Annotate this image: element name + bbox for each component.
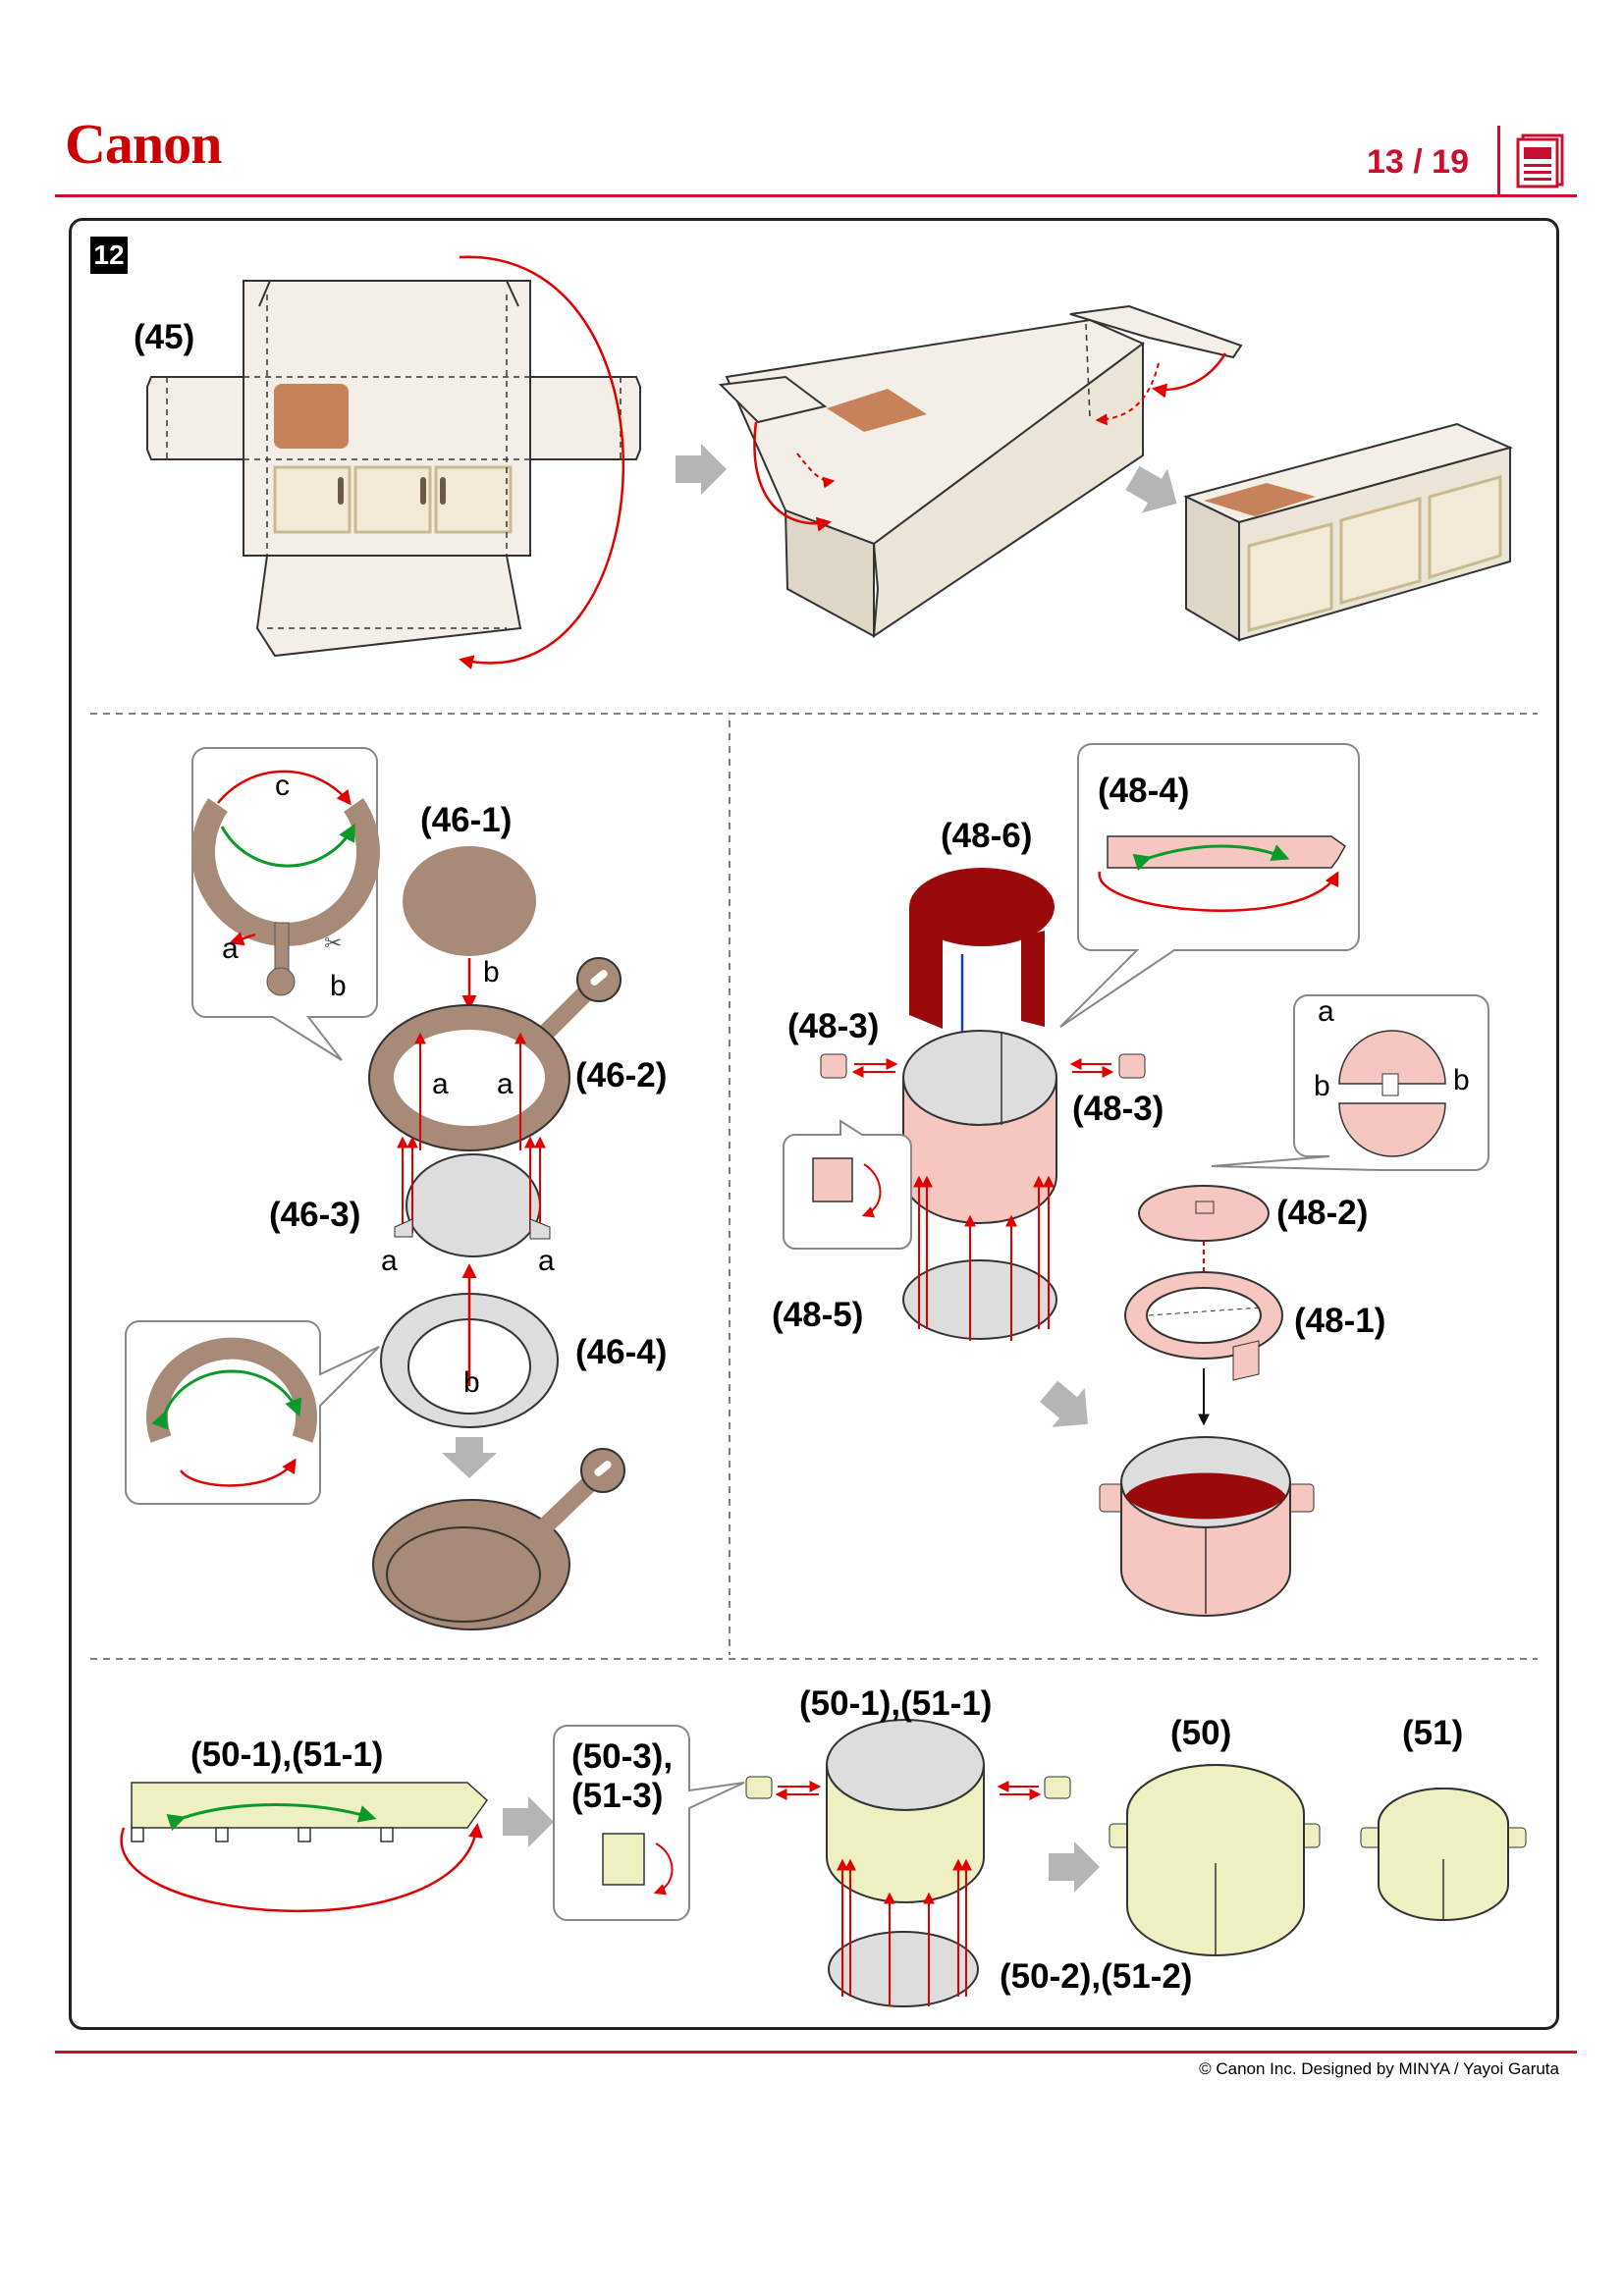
part-label: (50-1),(51-1) <box>190 1735 384 1774</box>
part-label: (46-3) <box>269 1196 361 1234</box>
fold-letter: a <box>497 1068 514 1100</box>
yellow-pot-strip <box>120 1782 488 1913</box>
part-label: (50) <box>1170 1714 1232 1752</box>
pan-base-part <box>403 846 536 956</box>
pot-ring-48-1 <box>1124 1271 1283 1426</box>
part-label: (50-2),(51-2) <box>1000 1957 1193 1996</box>
fold-letter: c <box>275 770 290 802</box>
pot-callout-48-2 <box>1211 994 1489 1171</box>
part-label: (45) <box>134 318 195 356</box>
instruction-panel <box>69 218 1559 2030</box>
fold-letter: b <box>483 956 500 988</box>
pan-rim-part <box>380 1263 559 1428</box>
pan-bottom-part <box>394 1136 551 1257</box>
cabinet-folding <box>718 304 1243 638</box>
fold-letter: a <box>432 1068 449 1100</box>
part-label: (46-2) <box>575 1056 668 1095</box>
section-dividers <box>90 713 1538 1660</box>
svg-text:✂: ✂ <box>324 931 342 955</box>
next-step-arrow <box>676 444 727 495</box>
part-label: (50-3), <box>571 1737 674 1776</box>
part-label: (48-5) <box>772 1296 864 1334</box>
part-label: (46-4) <box>575 1333 668 1371</box>
fold-letter: b <box>1314 1070 1330 1102</box>
yellow-pot-assembly <box>745 1719 1071 2007</box>
pan-ring-part <box>368 957 622 1151</box>
pot-disk-48-2 <box>1138 1185 1270 1301</box>
pot-body-48-5 <box>820 1030 1146 1341</box>
part-label: (48-3) <box>1072 1090 1164 1128</box>
pot-lid-48-6 <box>909 868 1055 1061</box>
pan-callout-bottom <box>125 1320 380 1505</box>
pot-callout-left <box>783 1119 912 1250</box>
fold-letter: a <box>381 1245 398 1277</box>
page-number: 13 / 19 <box>1367 143 1469 181</box>
part-label: (46-1) <box>420 801 513 839</box>
fold-letter: a <box>222 933 239 965</box>
fold-arrow <box>459 255 625 669</box>
fold-letter: b <box>1453 1064 1470 1096</box>
document-icon[interactable] <box>1515 133 1566 188</box>
part-label: (48-2) <box>1276 1194 1369 1232</box>
fold-letter: a <box>1318 995 1334 1028</box>
footer-rule <box>55 2051 1577 2054</box>
yellow-pot-51 <box>1360 1788 1527 1921</box>
part-label: (48-1) <box>1294 1302 1386 1340</box>
yellow-pot-callout <box>553 1725 745 1921</box>
pot-finished <box>1099 1436 1315 1617</box>
fold-letter: b <box>463 1366 480 1399</box>
canon-logo: Canon <box>65 112 222 176</box>
pot-callout-48-4 <box>1059 743 1360 1028</box>
fold-letter: a <box>538 1245 555 1277</box>
header-rule <box>55 194 1577 197</box>
cabinet-finished <box>1183 422 1513 642</box>
part-label: (48-3) <box>787 1007 880 1045</box>
part-label: (51) <box>1402 1714 1464 1752</box>
part-label: (48-6) <box>941 817 1033 855</box>
header-divider <box>1497 126 1500 196</box>
copyright-text: © Canon Inc. Designed by MINYA / Yayoi G… <box>1199 2059 1559 2078</box>
pan-finished <box>372 1448 625 1630</box>
part-label: (51-3) <box>571 1777 664 1815</box>
pan-callout-top: ✂ <box>191 747 380 1061</box>
step-number-badge: 12 <box>90 237 128 274</box>
part-label: (48-4) <box>1098 772 1190 810</box>
part-label: (50-1),(51-1) <box>799 1684 993 1723</box>
yellow-pot-50 <box>1109 1764 1321 1956</box>
cabinet-net <box>146 280 641 658</box>
fold-letter: b <box>330 970 347 1002</box>
